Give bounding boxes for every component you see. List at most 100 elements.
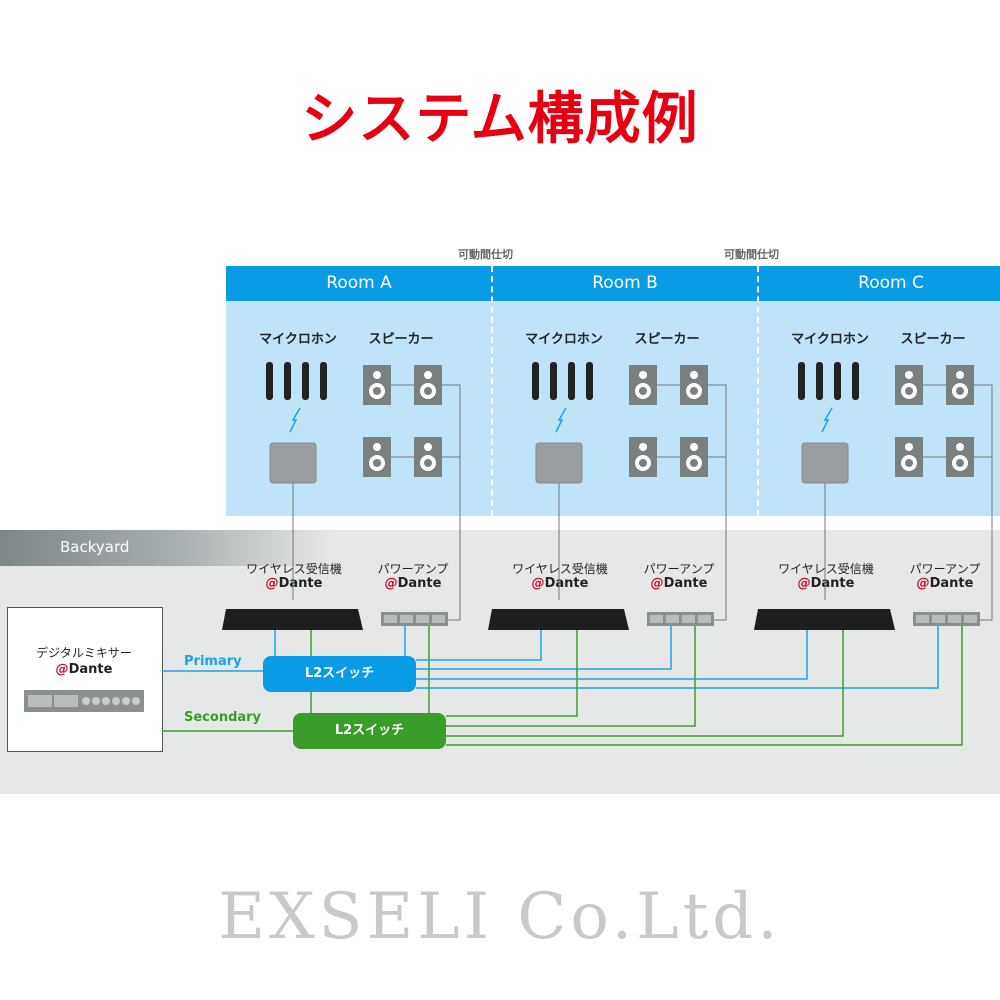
power-amp-icon xyxy=(381,612,448,626)
watermark: EXSELI Co.Ltd. xyxy=(218,880,782,954)
microphone-icon xyxy=(798,362,805,400)
dante-logo: @Dante xyxy=(916,576,974,591)
primary-cable xyxy=(416,626,939,689)
amp-label: パワーアンプ xyxy=(377,562,449,576)
amp-port xyxy=(948,615,961,623)
rooms-area xyxy=(226,266,1000,516)
speaker-woofer-center xyxy=(424,459,432,467)
speaker-tweeter xyxy=(373,443,381,451)
speaker-label: スピーカー xyxy=(900,332,966,347)
amp-port xyxy=(416,615,429,623)
backyard-label: Backyard xyxy=(60,538,130,556)
mic-label: マイクロホン xyxy=(791,332,869,347)
antenna-unit-icon xyxy=(535,442,583,484)
mixer-panel xyxy=(28,695,52,707)
primary-switch: L2スイッチ xyxy=(263,656,416,692)
secondary-cable xyxy=(446,626,963,746)
speaker-woofer-center xyxy=(690,459,698,467)
microphone-icon xyxy=(266,362,273,400)
receiver-label: ワイヤレス受信機 xyxy=(246,562,342,576)
speaker-woofer-center xyxy=(373,459,381,467)
secondary-label: Secondary xyxy=(184,710,262,725)
primary-label: Primary xyxy=(184,654,242,669)
room-b-title: Room B xyxy=(592,273,658,293)
speaker-tweeter xyxy=(905,443,913,451)
secondary-cable xyxy=(446,626,696,727)
receiver-label: ワイヤレス受信機 xyxy=(778,562,874,576)
microphone-icon xyxy=(550,362,557,400)
amp-label: パワーアンプ xyxy=(643,562,715,576)
rooms-header xyxy=(226,266,1000,301)
partition-label: 可動間仕切 xyxy=(458,248,513,261)
speaker-woofer-center xyxy=(639,387,647,395)
partition-label: 可動間仕切 xyxy=(724,248,779,261)
speaker-woofer-center xyxy=(424,387,432,395)
room-c-title: Room C xyxy=(858,273,924,293)
speaker-tweeter xyxy=(424,443,432,451)
microphone-icon xyxy=(586,362,593,400)
receiver-label: ワイヤレス受信機 xyxy=(512,562,608,576)
speaker-tweeter xyxy=(373,371,381,379)
dante-logo: @Dante xyxy=(797,576,855,591)
speaker-label: スピーカー xyxy=(368,332,434,347)
amp-port xyxy=(916,615,929,623)
speaker-tweeter xyxy=(956,371,964,379)
speaker-cable xyxy=(442,384,461,621)
mixer-knob xyxy=(122,697,130,705)
backyard-header xyxy=(0,530,330,566)
digital-mixer-box xyxy=(7,607,163,752)
microphone-icon xyxy=(852,362,859,400)
amp-port xyxy=(400,615,413,623)
speaker-woofer-center xyxy=(956,387,964,395)
amp-port xyxy=(666,615,679,623)
amp-port xyxy=(432,615,445,623)
wireless-signal-icon xyxy=(555,407,567,433)
wireless-receiver-icon xyxy=(754,609,895,630)
microphone-icon xyxy=(284,362,291,400)
power-amp-icon xyxy=(913,612,980,626)
mixer-knob xyxy=(92,697,100,705)
speaker-woofer-center xyxy=(956,459,964,467)
mixer-knob xyxy=(102,697,110,705)
amp-label: パワーアンプ xyxy=(909,562,981,576)
speaker-tweeter xyxy=(639,443,647,451)
amp-port xyxy=(932,615,945,623)
amp-port xyxy=(384,615,397,623)
page-title: システム構成例 xyxy=(301,87,699,152)
speaker-woofer-center xyxy=(690,387,698,395)
microphone-icon xyxy=(532,362,539,400)
amp-port xyxy=(964,615,977,623)
mixer-knob xyxy=(112,697,120,705)
microphone-icon xyxy=(568,362,575,400)
speaker-woofer-center xyxy=(373,387,381,395)
mic-label: マイクロホン xyxy=(259,332,337,347)
microphone-icon xyxy=(320,362,327,400)
secondary-cable xyxy=(446,630,578,717)
power-amp-icon xyxy=(647,612,714,626)
secondary-switch: L2スイッチ xyxy=(293,713,446,749)
amp-port xyxy=(682,615,695,623)
mixer-knob xyxy=(132,697,140,705)
speaker-tweeter xyxy=(639,371,647,379)
wireless-signal-icon xyxy=(821,407,833,433)
amp-port xyxy=(650,615,663,623)
antenna-unit-icon xyxy=(801,442,849,484)
amp-port xyxy=(698,615,711,623)
movable-partition xyxy=(491,266,493,516)
dante-logo: @Dante xyxy=(55,662,113,677)
antenna-unit-icon xyxy=(269,442,317,484)
primary-cable xyxy=(416,626,672,670)
microphone-icon xyxy=(302,362,309,400)
mixer-label: デジタルミキサー xyxy=(36,646,132,660)
primary-cable xyxy=(416,630,808,680)
mic-label: マイクロホン xyxy=(525,332,603,347)
mixer-panel xyxy=(54,695,78,707)
dante-logo: @Dante xyxy=(650,576,708,591)
wireless-signal-icon xyxy=(289,407,301,433)
speaker-label: スピーカー xyxy=(634,332,700,347)
speaker-cable xyxy=(708,384,727,621)
backyard-area xyxy=(0,530,1000,794)
speaker-tweeter xyxy=(424,371,432,379)
mixer-knob xyxy=(82,697,90,705)
